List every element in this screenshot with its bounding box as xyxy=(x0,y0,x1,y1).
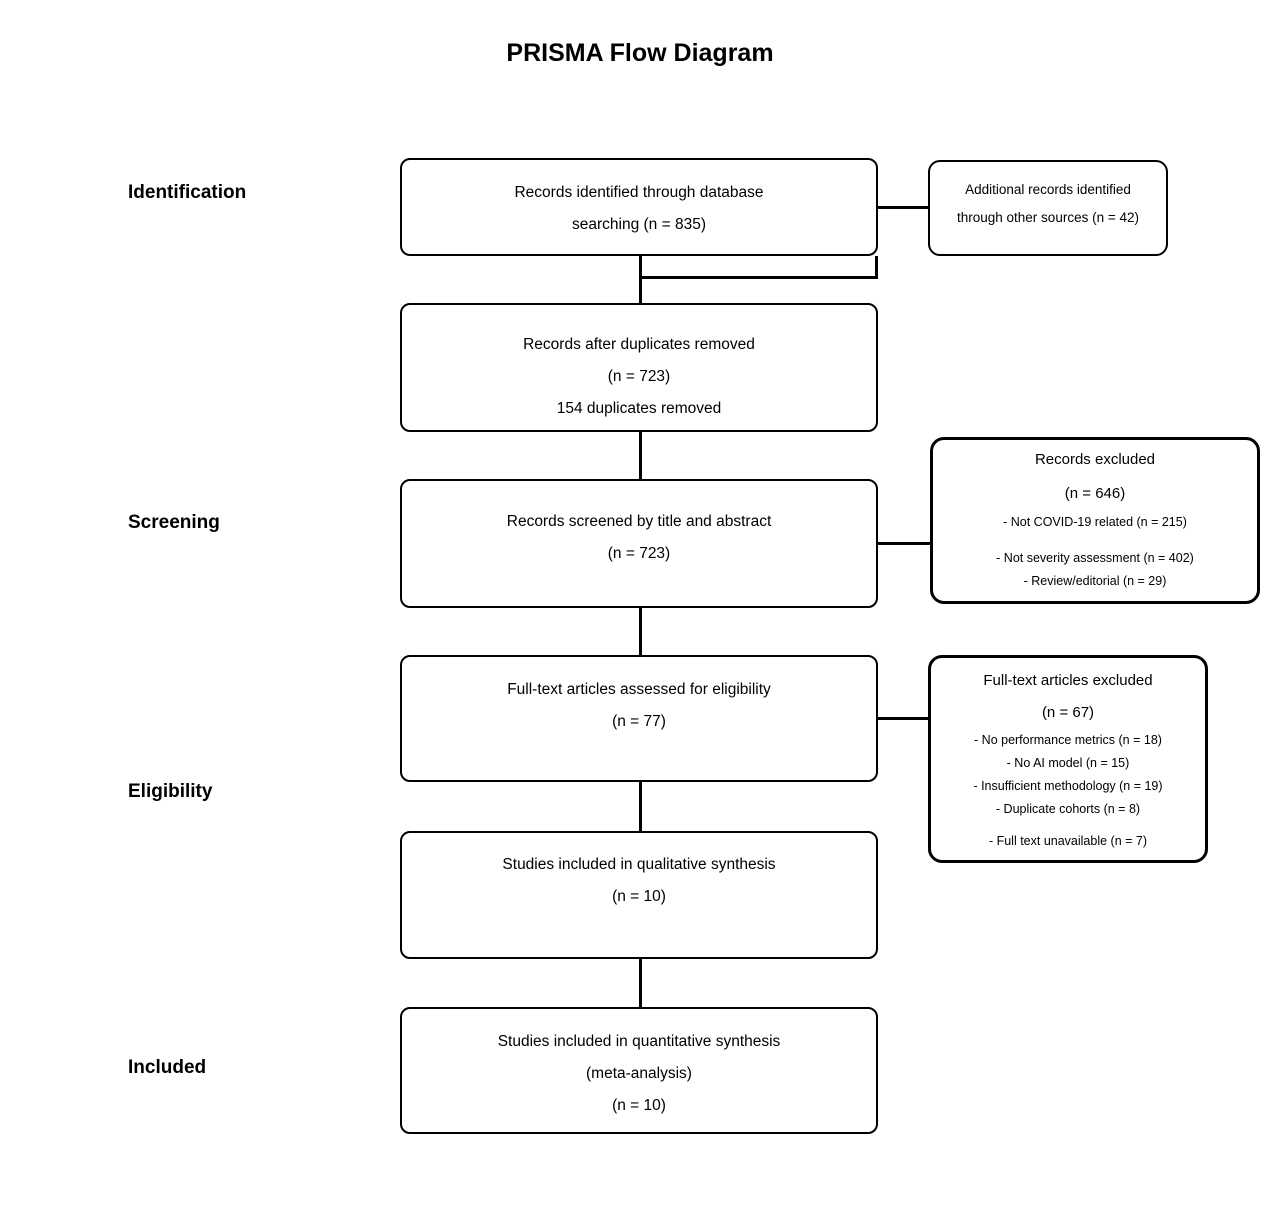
box-text-line: Records screened by title and abstract xyxy=(506,512,772,530)
box-heading-line: (n = 67) xyxy=(1041,704,1095,721)
box-records-after-duplicates: Records after duplicates removed (n = 72… xyxy=(400,303,878,432)
box-text-line: (n = 10) xyxy=(612,1097,666,1114)
box-text-line: Studies included in qualitative synthesi… xyxy=(502,856,776,873)
exclusion-reason: - Not severity assessment (n = 402) xyxy=(996,551,1194,565)
exclusion-reason: - No AI model (n = 15) xyxy=(1006,756,1130,770)
connector-duplicates-to-screened xyxy=(639,432,642,479)
box-fulltext-excluded: Full-text articles excluded (n = 67) - N… xyxy=(928,655,1208,863)
connector-additional-merge-horizontal xyxy=(639,276,878,279)
connector-fulltext-to-qualitative xyxy=(639,782,642,831)
exclusion-reason: - No performance metrics (n = 18) xyxy=(974,733,1162,747)
box-text-line: (n = 77) xyxy=(612,713,666,730)
box-text-line: Additional records identified xyxy=(965,182,1131,197)
stage-label-identification: Identification xyxy=(128,182,247,203)
box-text-line: (n = 723) xyxy=(607,544,671,562)
stage-label-eligibility: Eligibility xyxy=(128,781,213,802)
connector-screened-to-excluded xyxy=(878,542,930,545)
diagram-title: PRISMA Flow Diagram xyxy=(506,39,774,67)
box-text-line: Full-text articles assessed for eligibil… xyxy=(507,681,771,698)
box-records-excluded: Records excluded (n = 646) - Not COVID-1… xyxy=(930,437,1260,604)
box-qualitative-synthesis: Studies included in qualitative synthesi… xyxy=(400,831,878,959)
box-quantitative-synthesis: Studies included in quantitative synthes… xyxy=(400,1007,878,1134)
box-text-line: Studies included in quantitative synthes… xyxy=(497,1033,781,1050)
box-fulltext-assessed: Full-text articles assessed for eligibil… xyxy=(400,655,878,782)
box-heading-line: (n = 646) xyxy=(1064,485,1126,502)
connector-qualitative-to-quantitative xyxy=(639,959,642,1007)
box-heading-line: Records excluded xyxy=(1034,451,1156,468)
stage-label-included: Included xyxy=(128,1057,207,1078)
box-text-line: (meta-analysis) xyxy=(586,1065,692,1082)
exclusion-reason: - Duplicate cohorts (n = 8) xyxy=(995,802,1141,816)
box-text-line: searching (n = 835) xyxy=(572,216,706,233)
exclusion-reason: - Insufficient methodology (n = 19) xyxy=(973,779,1163,793)
connector-fulltext-to-excluded xyxy=(878,717,928,720)
exclusion-reason: - Full text unavailable (n = 7) xyxy=(988,834,1148,848)
box-text-line: 154 duplicates removed xyxy=(556,400,722,417)
connector-identified-to-additional xyxy=(878,206,928,209)
box-records-identified: Records identified through database sear… xyxy=(400,158,878,256)
box-text-line: Records after duplicates removed xyxy=(523,336,755,353)
connector-screened-to-fulltext xyxy=(639,608,642,655)
connector-additional-merge-vertical xyxy=(875,256,878,278)
box-additional-records: Additional records identified through ot… xyxy=(928,160,1168,256)
box-text-line: (n = 723) xyxy=(607,368,671,385)
box-text-line: (n = 10) xyxy=(612,888,666,905)
box-text-line: through other sources (n = 42) xyxy=(957,210,1139,225)
exclusion-reason: - Review/editorial (n = 29) xyxy=(1023,574,1167,588)
box-heading-line: Full-text articles excluded xyxy=(983,672,1153,689)
connector-identified-to-duplicates xyxy=(639,256,642,303)
box-records-screened: Records screened by title and abstract (… xyxy=(400,479,878,608)
box-text-line: Records identified through database xyxy=(514,184,764,201)
exclusion-reason: - Not COVID-19 related (n = 215) xyxy=(1003,515,1187,529)
stage-label-screening: Screening xyxy=(128,512,220,533)
